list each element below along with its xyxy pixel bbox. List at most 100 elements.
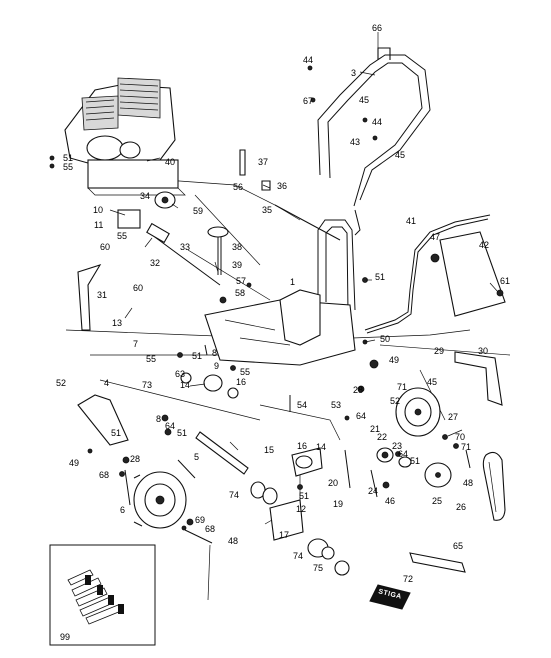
part-label: 13 [112, 318, 123, 328]
part-label: 63 [175, 369, 186, 379]
part-label: 26 [456, 502, 467, 512]
fasteners [49, 65, 504, 531]
part-label: 73 [142, 380, 153, 390]
part-label: 19 [333, 499, 344, 509]
part-label: 48 [463, 478, 474, 488]
wheel-left [133, 471, 187, 529]
part-label: 42 [479, 240, 490, 250]
part-label: 52 [390, 396, 401, 406]
part-label: 43 [350, 137, 361, 147]
part-label: 45 [427, 377, 438, 387]
part-label: 46 [385, 496, 396, 506]
bracket [269, 447, 323, 541]
main-housing [204, 289, 356, 366]
part-label: 51 [410, 456, 421, 466]
tensioner [207, 226, 229, 275]
part-label: 50 [380, 334, 391, 344]
part-label: 35 [262, 205, 273, 215]
part-label: 34 [140, 191, 151, 201]
part-label: 51 [192, 351, 203, 361]
part-label: 51 [63, 153, 74, 163]
part-label: 3 [351, 68, 357, 78]
part-label: 28 [353, 385, 364, 395]
part-label: 51 [111, 428, 122, 438]
part-label: 71 [461, 442, 472, 452]
part-label: 11 [94, 220, 104, 230]
part-label: 30 [478, 346, 489, 356]
part-label: 67 [303, 96, 314, 106]
part-label: 61 [500, 276, 511, 286]
bracket-65 [409, 552, 466, 573]
part-label: 64 [356, 411, 367, 421]
part-label: 14 [316, 442, 327, 452]
belt-cover [439, 231, 506, 317]
part-label: 21 [370, 424, 381, 434]
side-plate [77, 264, 102, 331]
part-label: 44 [303, 55, 314, 65]
bolts [124, 344, 471, 544]
part-label: 25 [432, 496, 443, 506]
part-label: 45 [395, 150, 406, 160]
part-label: 49 [69, 458, 80, 468]
part-label: 56 [233, 182, 244, 192]
part-label: 68 [99, 470, 110, 480]
part-label: 72 [403, 574, 414, 584]
part-label: 44 [372, 117, 383, 127]
lower-handle [317, 219, 356, 313]
part-label: 55 [240, 367, 251, 377]
cable [364, 214, 491, 334]
lever [239, 149, 341, 241]
part-label: 53 [331, 400, 342, 410]
part-label: 99 [60, 632, 71, 642]
part-label: 60 [100, 242, 111, 252]
gears [376, 447, 412, 468]
part-label: 66 [372, 23, 383, 33]
part-label: 74 [229, 490, 240, 500]
part-label: 51 [375, 272, 386, 282]
part-label: 8 [212, 348, 218, 358]
part-label: 65 [453, 541, 464, 551]
stiga-decal [369, 584, 411, 610]
part-label: 28 [130, 454, 141, 464]
part-label: 64 [398, 449, 409, 459]
part-label: 31 [97, 290, 108, 300]
part-label: 45 [359, 95, 370, 105]
part-label: 41 [406, 216, 417, 226]
engine [64, 77, 186, 196]
part-label: 70 [455, 432, 466, 442]
part-label: 52 [56, 378, 67, 388]
part-label: 54 [297, 400, 308, 410]
tine-assembly [180, 372, 239, 399]
part-label: 57 [236, 276, 247, 286]
part-label: 1 [290, 277, 296, 287]
part-label: 32 [150, 258, 161, 268]
pulley [424, 462, 452, 488]
part-label: 15 [264, 445, 275, 455]
part-label: 60 [133, 283, 144, 293]
part-label: 4 [104, 378, 110, 388]
part-label: 37 [258, 157, 269, 167]
part-label: 10 [93, 205, 104, 215]
part-label: 51 [177, 428, 188, 438]
part-label: 55 [117, 231, 128, 241]
part-label: 12 [296, 504, 307, 514]
part-label: 47 [430, 232, 441, 242]
part-label: 75 [313, 563, 324, 573]
bracket-4 [77, 394, 129, 446]
washers [250, 481, 350, 576]
part-label: 27 [448, 412, 459, 422]
part-label: 17 [279, 530, 290, 540]
rear-plate [454, 351, 503, 406]
part-label: 6 [120, 505, 126, 515]
part-label: 58 [235, 288, 246, 298]
part-label: 5 [194, 452, 200, 462]
part-label: 23 [392, 441, 403, 451]
tine-shaft [177, 431, 249, 479]
drive-belt [482, 451, 506, 521]
part-label: 38 [232, 242, 243, 252]
part-label: 49 [389, 355, 400, 365]
part-label: 48 [228, 536, 239, 546]
part-label: 36 [277, 181, 288, 191]
